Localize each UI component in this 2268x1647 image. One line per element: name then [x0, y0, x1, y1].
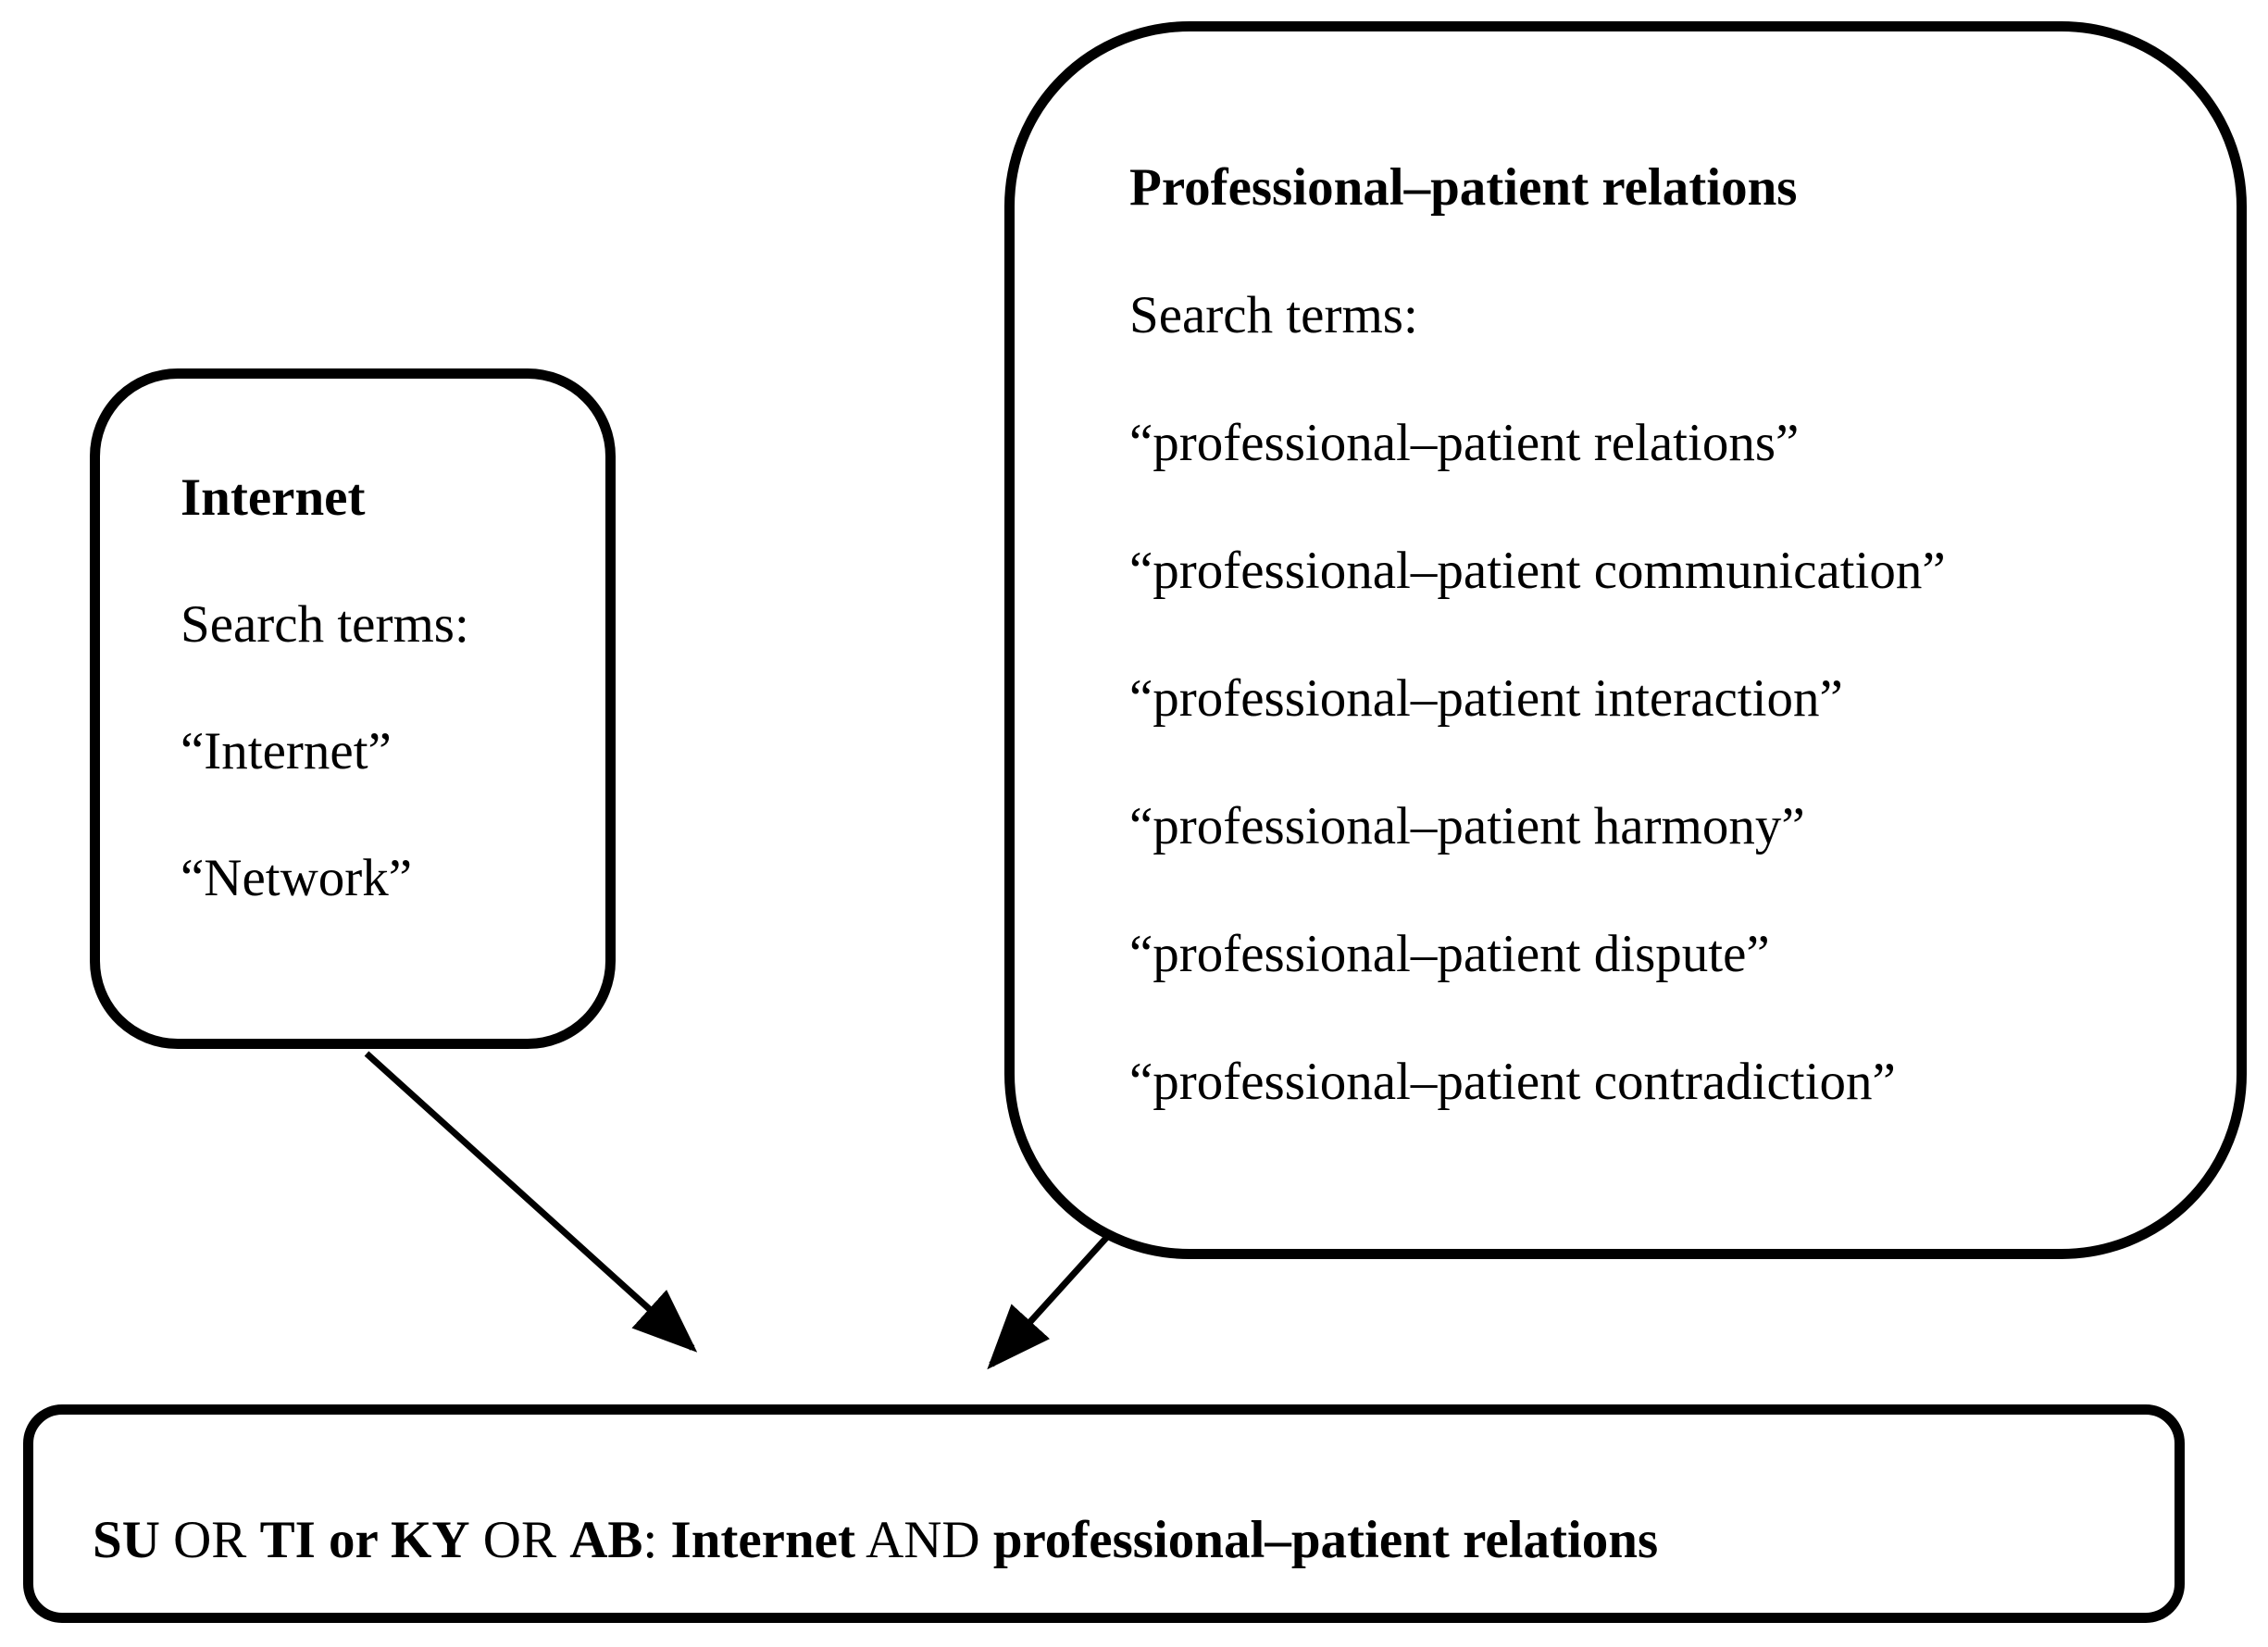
query-segment-term: professional–patient relations [992, 1511, 1659, 1569]
query-segment-field: TI or KY [259, 1511, 470, 1569]
query-segment-separator: : [642, 1511, 671, 1569]
relations-term: “professional–patient communication” [1129, 542, 1946, 600]
query-segment-field: AB [569, 1511, 643, 1569]
internet-term: “Network” [181, 849, 413, 907]
internet-box-title: Internet [181, 468, 366, 527]
arrow-relations-to-query [987, 1234, 1110, 1370]
query-segment-operator: OR [159, 1511, 260, 1569]
relations-term: “professional–patient interaction” [1129, 669, 1843, 728]
relations-term: “professional–patient harmony” [1129, 797, 1805, 855]
relations-term: “professional–patient dispute” [1129, 925, 1770, 983]
arrow-internet-to-query [364, 1051, 698, 1353]
relations-term: “professional–patient relations” [1129, 414, 1800, 472]
relations-box-title: Professional–patient relations [1129, 158, 1798, 217]
internet-box: Internet Search terms: “Internet” “Netwo… [90, 368, 616, 1049]
relations-term: “professional–patient contradiction” [1129, 1053, 1896, 1111]
query-box: SU OR TI or KY OR AB: Internet AND profe… [23, 1404, 2185, 1623]
query-segment-operator: OR [469, 1511, 570, 1569]
relations-box: Professional–patient relations Search te… [1004, 21, 2247, 1259]
internet-search-terms-label: Search terms: [181, 595, 469, 654]
internet-term: “Internet” [181, 722, 392, 780]
relations-search-terms-label: Search terms: [1129, 286, 1418, 344]
query-text: SU OR TI or KY OR AB: Internet AND profe… [93, 1510, 2147, 1571]
query-segment-field: SU [93, 1511, 160, 1569]
query-segment-term: Internet [670, 1511, 855, 1569]
query-segment-operator: AND [854, 1511, 993, 1569]
